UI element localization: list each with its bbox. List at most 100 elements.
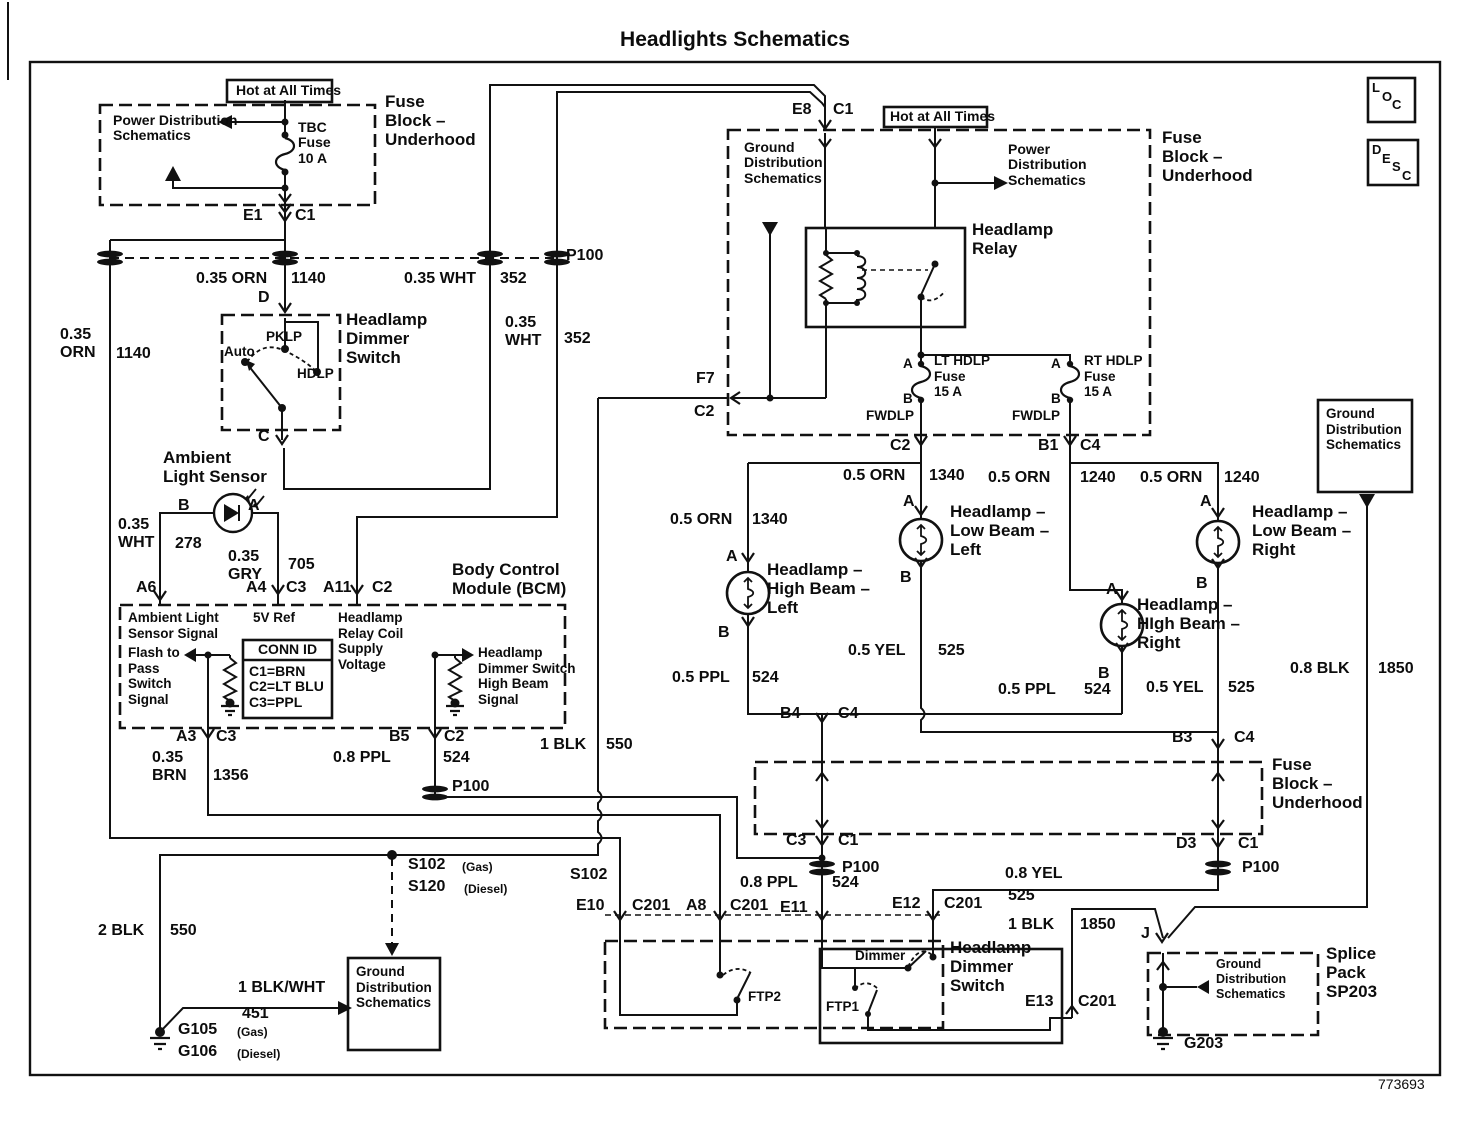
circuit-550-2blk: 550	[170, 922, 197, 939]
junction-dots	[155, 118, 1168, 1037]
bcm-ground-right	[446, 704, 464, 717]
terminal-e8: E8	[792, 101, 812, 118]
circuit-525-left: 525	[938, 642, 965, 659]
als-terminal-a: A	[248, 497, 260, 514]
loc-tab-box	[1366, 76, 1417, 124]
fuse-exit-chevrons	[278, 193, 292, 214]
conn-id-rows: C1=BRN C2=LT BLU C3=PPL	[249, 663, 324, 710]
p100-grommet-4	[544, 250, 570, 266]
wire-08ppl-b5: 0.8 PPL	[333, 749, 391, 766]
lb-right-a: A	[1200, 493, 1212, 510]
e12-chevron	[926, 910, 940, 922]
connector-c2-out: C2	[890, 437, 911, 454]
gds-ref-bottomleft-box: Ground Distribution Schematics	[356, 964, 432, 1011]
gds-down-arrow-fusebox	[762, 222, 778, 236]
g105-gas-note: (Gas)	[237, 1025, 268, 1039]
p100-label-c3: P100	[842, 859, 880, 876]
bcm-resistor-left	[222, 657, 239, 702]
connector-c4-b1: C4	[1080, 437, 1101, 454]
grommets	[97, 250, 1231, 876]
headlamp-dimmer-switch-lower-box	[603, 939, 945, 1030]
lb-right-b-chevron	[1211, 558, 1225, 570]
fuse-block-underhood-topleft-box	[98, 103, 377, 207]
tbc-fuse-label: TBC Fuse 10 A	[298, 119, 331, 166]
connector-c1-top: C1	[295, 207, 316, 224]
als-terminal-b: B	[178, 497, 190, 514]
bcm-title: Body Control Module (BCM)	[452, 560, 567, 599]
circuit-1356: 1356	[213, 767, 249, 784]
dimmer-pos-auto: Auto	[224, 344, 255, 359]
low-beam-left-bulb	[898, 517, 944, 563]
dashed-boxes	[98, 103, 1320, 1037]
headlamp-dimmer-switch-lower: Headlamp Dimmer Switch	[950, 938, 1032, 996]
hot-feed-arrow	[928, 138, 942, 149]
s120-diesel-note: (Diesel)	[464, 882, 508, 896]
ground-g203: G203	[1184, 1035, 1224, 1052]
headlamp-dimmer-switch-upper: Headlamp Dimmer Switch	[346, 310, 428, 368]
ftp1-label: FTP1	[826, 999, 860, 1014]
terminal-b4: B4	[780, 705, 801, 722]
terminal-e10: E10	[576, 897, 605, 914]
circuit-524-left: 524	[752, 669, 779, 686]
connector-c201-e13: C201	[1078, 993, 1117, 1010]
rt-hdlp-fuse-element	[1059, 364, 1081, 400]
wire-035brn: 0.35 BRN	[152, 749, 187, 784]
page-title: Headlights Schematics	[620, 28, 850, 51]
ground-symbols	[150, 704, 1173, 1051]
p100-grommet-1	[97, 250, 123, 266]
bcm-connector-c2: C2	[372, 579, 393, 596]
circuit-524-right: 524	[1084, 681, 1111, 698]
circuit-525-right: 525	[1228, 679, 1255, 696]
pds-up-arrow	[165, 166, 181, 181]
g105-ground	[150, 1036, 170, 1051]
circuit-705: 705	[288, 556, 315, 573]
connector-c1-d3: C1	[1238, 835, 1259, 852]
wire-05orn-3: 0.5 ORN	[988, 469, 1051, 486]
hb-left-a: A	[726, 548, 738, 565]
bcm-terminal-a4: A4	[246, 579, 267, 596]
ground-distribution-topright-box	[1316, 398, 1414, 494]
bcm-ground-left	[221, 704, 239, 717]
terminal-c: C	[258, 428, 270, 445]
ftp2-arc	[722, 968, 752, 976]
pds-right-arrow	[994, 176, 1008, 190]
pds-ref-right: Power Distribution Schematics	[1008, 141, 1087, 188]
dimmer-arm-arrow	[246, 360, 255, 371]
a3-c3-chevron	[201, 728, 215, 740]
wire-2blk: 2 BLK	[98, 922, 145, 939]
f7-c2-chevron	[729, 391, 741, 405]
p100-label-top: P100	[566, 247, 604, 264]
s102-down-arrow	[385, 943, 399, 956]
b1-c4-chevron	[1063, 435, 1077, 447]
bcm-connector-c3: C3	[286, 579, 307, 596]
bcm-terminal-a6: A6	[136, 579, 157, 596]
sp203-gds-arrow	[1197, 980, 1209, 994]
high-beam-signal-label: Headlamp Dimmer Switch High Beam Signal	[478, 645, 576, 707]
hot-at-all-times-left-box	[225, 78, 334, 104]
circuit-524-e11: 524	[832, 874, 859, 891]
wire-08yel: 0.8 YEL	[1005, 865, 1063, 882]
fwdlp-right: FWDLP	[1012, 408, 1060, 423]
wire-05yel-right: 0.5 YEL	[1146, 679, 1204, 696]
desc-tab-box	[1366, 138, 1420, 187]
e1-c1-chevron	[278, 211, 292, 223]
headlamp-low-beam-left: Headlamp – Low Beam – Left	[950, 502, 1050, 560]
a6-chevron	[153, 590, 167, 602]
wire-08ppl: 0.8 PPL	[740, 874, 798, 891]
connector-c1-c3: C1	[838, 832, 859, 849]
wires-left	[109, 84, 826, 1033]
gds-ref-splice: Ground Distribution Schematics	[1216, 957, 1287, 1001]
circuit-525-e12: 525	[1008, 887, 1035, 904]
lb-right-a-chevron	[1211, 507, 1225, 519]
connector-c3-a3: C3	[216, 728, 237, 745]
lt-fuse-b: B	[903, 391, 913, 406]
b4-internal-arrows	[815, 771, 829, 830]
wire-05ppl-right: 0.5 PPL	[998, 681, 1056, 698]
headlamp-high-beam-right: Headlamp – HIgh Beam – Right	[1137, 595, 1240, 653]
lb-left-a: A	[903, 493, 915, 510]
rt-fuse-a: A	[1051, 356, 1061, 371]
terminal-b3: B3	[1172, 729, 1193, 746]
lb-right-b: B	[1196, 575, 1208, 592]
